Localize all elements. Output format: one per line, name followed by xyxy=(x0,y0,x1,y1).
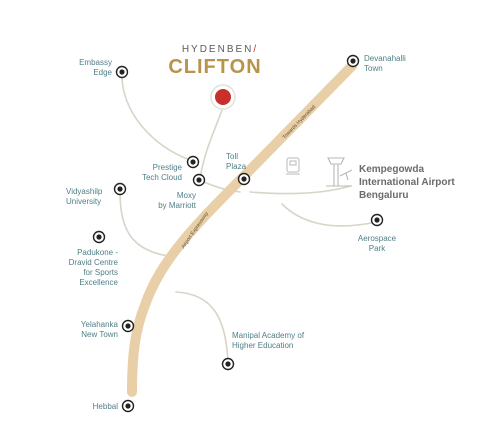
label-vidyashilp-line: University xyxy=(66,197,102,206)
label-vidyashilp: Vidyashilp University xyxy=(66,187,102,207)
connector-embassy xyxy=(121,75,191,161)
connector-airport xyxy=(249,185,351,195)
label-padukone: Padukone - Dravid Centre for Sports Exce… xyxy=(66,248,118,288)
label-manipal-line: Higher Education xyxy=(232,341,294,350)
brand-slash: / xyxy=(253,44,259,55)
label-prestige-line: Prestige xyxy=(152,163,182,172)
marker-yelahanka[interactable] xyxy=(121,319,135,333)
label-devanahalli: Devanahalli Town xyxy=(364,54,406,74)
location-markers xyxy=(92,54,384,413)
marker-aerospace[interactable] xyxy=(370,213,384,227)
label-prestige: Prestige Tech Cloud xyxy=(130,163,182,183)
label-vidyashilp-line: Vidyashilp xyxy=(66,187,103,196)
marker-devanahalli[interactable] xyxy=(346,54,360,68)
marker-vidyashilp[interactable] xyxy=(113,182,127,196)
label-devanahalli-line: Devanahalli xyxy=(364,54,406,63)
road-label-upper: Towards Hyderabad xyxy=(282,104,318,140)
label-padukone-line: for Sports xyxy=(83,268,118,277)
label-padukone-line: Excellence xyxy=(79,278,118,287)
marker-embassy[interactable] xyxy=(115,65,129,79)
brand-name: CLIFTON xyxy=(168,56,262,78)
connector-project xyxy=(199,109,223,179)
marker-padukone[interactable] xyxy=(92,230,106,244)
connector-vidyashilp xyxy=(119,191,169,257)
label-embassy: Embassy Edge xyxy=(60,58,112,78)
label-padukone-line: Padukone - xyxy=(77,248,118,257)
label-hebbal: Hebbal xyxy=(66,402,118,412)
label-moxy-line: by Marriott xyxy=(158,201,196,210)
airport-label-line: Kempegowda xyxy=(359,164,425,175)
label-manipal: Manipal Academy of Higher Education xyxy=(232,331,304,351)
label-aerospace: Aerospace Park xyxy=(354,234,400,254)
label-toll: Toll Plaza xyxy=(226,152,246,172)
label-aerospace-line: Park xyxy=(368,244,386,253)
airport-label: Kempegowda International Airport Bengalu… xyxy=(359,163,455,202)
connector-lines xyxy=(119,75,377,363)
brand-top-text: HYDENBEN xyxy=(181,44,254,55)
label-manipal-line: Manipal Academy of xyxy=(232,331,305,340)
label-moxy: Moxy by Marriott xyxy=(140,191,196,211)
label-embassy-line: Edge xyxy=(93,68,112,77)
airport-label-line: International Airport xyxy=(359,177,455,188)
airport-label-line: Bengaluru xyxy=(359,190,409,201)
label-moxy-line: Moxy xyxy=(176,191,196,200)
road-label-lower: Airport Expressway xyxy=(180,211,210,250)
label-devanahalli-line: Town xyxy=(364,64,383,73)
label-padukone-line: Dravid Centre xyxy=(68,258,118,267)
label-yelahanka-line: New Town xyxy=(81,330,118,339)
connector-manipal xyxy=(175,291,229,363)
label-aerospace-line: Aerospace xyxy=(357,234,397,243)
label-toll-line: Toll xyxy=(226,152,239,161)
label-hebbal-line: Hebbal xyxy=(92,402,118,411)
label-toll-line: Plaza xyxy=(226,162,247,171)
label-embassy-line: Embassy xyxy=(79,58,112,67)
marker-manipal[interactable] xyxy=(221,357,235,371)
marker-toll[interactable] xyxy=(237,172,251,186)
marker-hebbal[interactable] xyxy=(121,399,135,413)
airport-tower-icon xyxy=(326,157,353,187)
label-yelahanka: Yelahanka New Town xyxy=(66,320,118,340)
highway-road xyxy=(127,61,357,397)
label-prestige-line: Tech Cloud xyxy=(141,173,182,182)
project-marker[interactable] xyxy=(210,84,236,110)
label-yelahanka-line: Yelahanka xyxy=(80,320,118,329)
marker-moxy[interactable] xyxy=(192,173,206,187)
connector-aerospace xyxy=(281,203,377,227)
brand-wordmark-top: HYDENBEN/ xyxy=(170,44,270,55)
toll-booth-icon xyxy=(286,157,300,175)
marker-prestige[interactable] xyxy=(186,155,200,169)
